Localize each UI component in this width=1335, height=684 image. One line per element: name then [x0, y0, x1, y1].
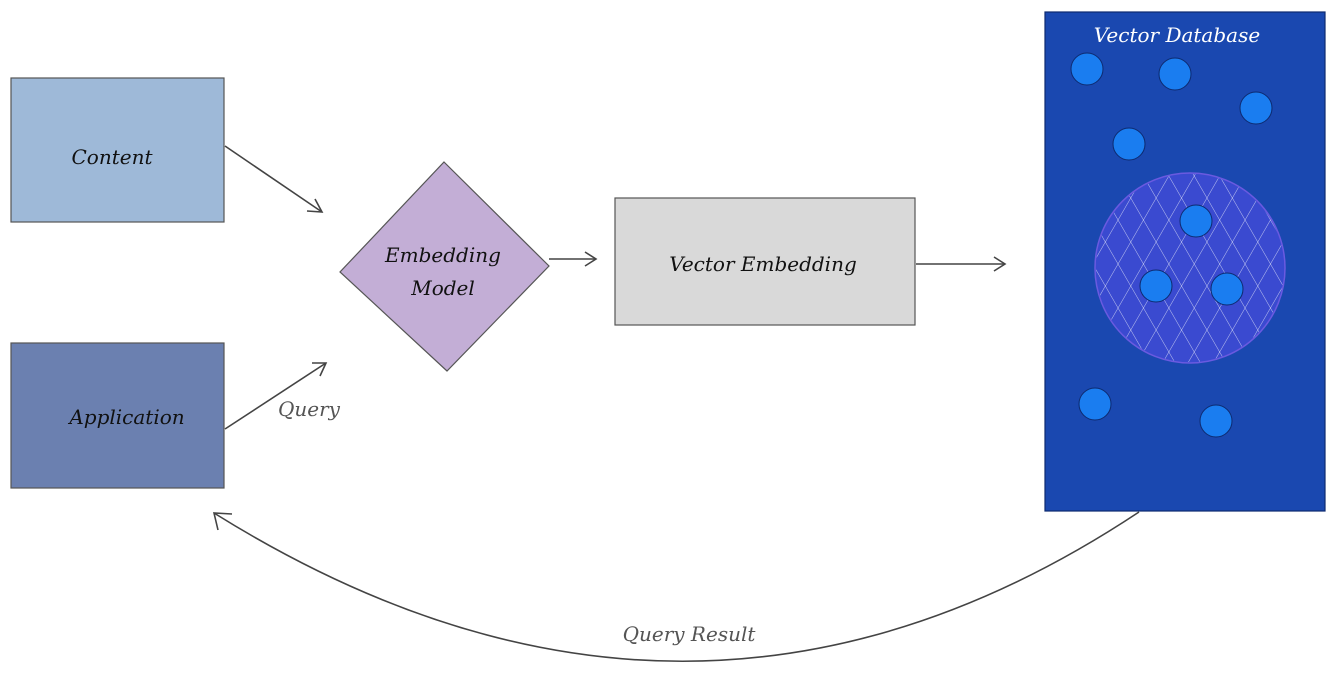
vector-dot: [1112, 127, 1146, 161]
vector-embedding-label: Vector Embedding: [669, 252, 857, 276]
application-label: Application: [67, 405, 184, 429]
arrow-application-to-model: [224, 362, 328, 430]
query-edge-label: Query: [278, 397, 341, 421]
vector-dot: [1158, 57, 1192, 91]
application-node: Application: [10, 342, 225, 489]
similarity-cluster: [1094, 172, 1286, 364]
application-box: [10, 342, 225, 489]
arrow-model-to-embedding: [549, 251, 598, 267]
vector-dot-match: [1179, 204, 1213, 238]
vector-database-title: Vector Database: [1094, 23, 1260, 47]
content-box: [10, 77, 225, 223]
arrow-query-result: [212, 511, 1140, 662]
vector-dot-match: [1210, 272, 1244, 306]
vector-dot: [1239, 91, 1273, 125]
embedding-model-diamond: [339, 161, 550, 372]
vector-dot-match: [1139, 269, 1173, 303]
vector-embedding-box: [614, 197, 916, 326]
content-label: Content: [71, 145, 153, 169]
arrow-content-to-model: [224, 145, 324, 213]
embedding-model-node: Embedding Model: [339, 161, 550, 372]
embedding-model-label-line2: Model: [410, 276, 475, 300]
query-result-edge-label: Query Result: [623, 622, 757, 646]
arrow-embedding-to-database: [916, 256, 1007, 272]
vector-embedding-node: Vector Embedding: [614, 197, 916, 326]
embedding-model-label-line1: Embedding: [384, 243, 501, 267]
vector-database-node: Vector Database: [1044, 11, 1326, 512]
vector-dot: [1078, 387, 1112, 421]
content-node: Content: [10, 77, 225, 223]
vector-dot: [1199, 404, 1233, 438]
cluster-hatch-b: [1096, 174, 1284, 362]
vector-dot: [1070, 52, 1104, 86]
